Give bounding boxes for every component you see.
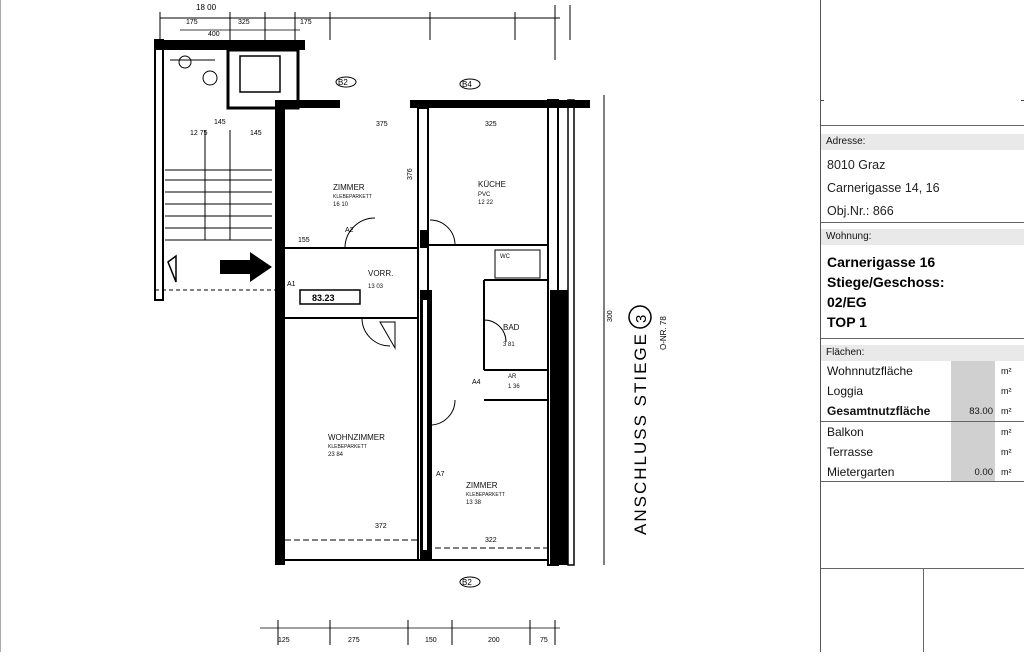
axis-mark-b4: B4 bbox=[462, 80, 472, 89]
room-ar-area: 1 36 bbox=[508, 384, 520, 390]
mark-a2: A2 bbox=[345, 227, 354, 234]
dim-wohnzimmer-width: 372 bbox=[375, 523, 387, 530]
room-wohnzimmer-name: WOHNZIMMER bbox=[328, 433, 385, 442]
room-zimmer-1-name: ZIMMER bbox=[333, 183, 365, 192]
unit-floor: 02/EG bbox=[827, 294, 867, 310]
area-row-balkon: Balkon m² bbox=[821, 422, 1024, 442]
dim-right-height: 300 bbox=[607, 310, 614, 322]
room-zimmer-1-sub: KLEBEPARKETT bbox=[333, 194, 372, 200]
dim-vorr: 155 bbox=[298, 237, 310, 244]
total-area-box: 83.23 bbox=[312, 293, 335, 303]
mark-a7: A7 bbox=[436, 471, 445, 478]
mark-a1: A1 bbox=[287, 281, 296, 288]
room-zimmer-2-area: 13 38 bbox=[466, 500, 482, 506]
room-vorr-name: VORR. bbox=[368, 269, 393, 278]
area-label: Mietergarten bbox=[827, 465, 895, 479]
dim-zimmer-2-width: 322 bbox=[485, 537, 497, 544]
dim-zimmer-width: 375 bbox=[376, 121, 388, 128]
area-unit: m² bbox=[1001, 406, 1012, 416]
area-unit: m² bbox=[1001, 427, 1012, 437]
stair-ref: O-NR. 78 bbox=[659, 316, 668, 350]
room-zimmer-1-area: 16 10 bbox=[333, 202, 349, 208]
area-value: 83.00 bbox=[969, 406, 993, 417]
area-unit: m² bbox=[1001, 366, 1012, 376]
area-label: Loggia bbox=[827, 384, 864, 398]
entrance-arrow-icon bbox=[220, 252, 272, 282]
room-wc-name: WC bbox=[500, 254, 511, 260]
room-zimmer-2-sub: KLEBEPARKETT bbox=[466, 492, 505, 498]
unit-stair-label: Stiege/Geschoss: bbox=[827, 274, 945, 290]
room-zimmer-2-name: ZIMMER bbox=[466, 481, 498, 490]
area-row-wohnnutzflaeche: Wohnnutzfläche m² bbox=[821, 361, 1024, 381]
area-row-gesamtnutzflaeche: Gesamtnutzfläche 83.00 m² bbox=[821, 401, 1024, 421]
unit-street: Carnerigasse 16 bbox=[827, 254, 936, 270]
dim-top-3: 175 bbox=[300, 19, 312, 26]
dim-bottom-4: 200 bbox=[488, 637, 500, 644]
dim-stair-2: 145 bbox=[250, 130, 262, 137]
footer-split bbox=[923, 568, 924, 652]
area-unit: m² bbox=[1001, 467, 1012, 477]
address-city: 8010 Graz bbox=[827, 158, 886, 172]
divider bbox=[821, 568, 1024, 569]
info-panel: Adresse: 8010 Graz Carnerigasse 14, 16 O… bbox=[820, 0, 1024, 652]
panel-tick bbox=[1021, 100, 1024, 101]
divider bbox=[821, 125, 1024, 126]
floor-plan-drawing: 18 00 175 325 175 400 12 75 145 145 bbox=[0, 0, 668, 652]
floor-plan: 18 00 175 325 175 400 12 75 145 145 bbox=[0, 0, 668, 652]
area-row-terrasse: Terrasse m² bbox=[821, 442, 1024, 462]
area-label: Wohnnutzfläche bbox=[827, 364, 913, 378]
area-value-column bbox=[951, 361, 995, 421]
area-unit: m² bbox=[1001, 386, 1012, 396]
unit-top: TOP 1 bbox=[827, 314, 867, 330]
room-wohnzimmer-sub: KLEBEPARKETT bbox=[328, 444, 367, 450]
mark-a4: A4 bbox=[472, 379, 481, 386]
area-row-loggia: Loggia m² bbox=[821, 381, 1024, 401]
area-value: 0.00 bbox=[974, 467, 994, 478]
area-label: Balkon bbox=[827, 425, 864, 439]
dim-bottom-2: 275 bbox=[348, 637, 360, 644]
panel-tick bbox=[821, 100, 824, 101]
room-bad-area: 3 81 bbox=[503, 342, 515, 348]
area-label: Gesamtnutzfläche bbox=[827, 404, 931, 418]
divider bbox=[821, 481, 1024, 482]
room-vorr-area: 13 03 bbox=[368, 284, 384, 290]
address-street: Carnerigasse 14, 16 bbox=[827, 181, 940, 195]
room-kueche-name: KÜCHE bbox=[478, 180, 506, 189]
address-header: Adresse: bbox=[821, 134, 1024, 150]
divider bbox=[821, 222, 1024, 223]
areas-header: Flächen: bbox=[821, 345, 1024, 361]
dim-top-2: 325 bbox=[238, 19, 250, 26]
dim-top-4: 400 bbox=[208, 31, 220, 38]
dim-stair-3: 145 bbox=[214, 119, 226, 126]
dim-bottom-5: 75 bbox=[540, 637, 548, 644]
room-wohnzimmer-area: 23 84 bbox=[328, 452, 344, 458]
dim-bottom-1: 125 bbox=[278, 637, 290, 644]
area-value-column bbox=[951, 422, 995, 482]
dim-bottom-3: 150 bbox=[425, 637, 437, 644]
divider bbox=[821, 421, 1024, 422]
room-kueche-area: 12 22 bbox=[478, 200, 494, 206]
dim-top-total: 18 00 bbox=[196, 3, 217, 12]
dim-kueche-width: 325 bbox=[485, 121, 497, 128]
dim-zimmer-height: 376 bbox=[407, 168, 414, 180]
dim-stair-1: 12 75 bbox=[190, 130, 208, 137]
area-label: Terrasse bbox=[827, 445, 874, 459]
unit-header: Wohnung: bbox=[821, 229, 1024, 245]
divider bbox=[821, 338, 1024, 339]
axis-mark-b2-top: B2 bbox=[338, 78, 348, 87]
axis-mark-b2-bottom: B2 bbox=[462, 578, 472, 587]
area-row-mietergarten: Mietergarten 0.00 m² bbox=[821, 462, 1024, 482]
room-kueche-sub: PVC bbox=[478, 192, 491, 198]
room-bad-name: BAD bbox=[503, 323, 520, 332]
stair-connection-label: ANSCHLUSS STIEGE bbox=[631, 332, 650, 535]
stair-number: 3 bbox=[633, 315, 650, 323]
object-number: Obj.Nr.: 866 bbox=[827, 204, 894, 218]
room-ar-name: AR bbox=[508, 374, 517, 380]
area-unit: m² bbox=[1001, 447, 1012, 457]
dim-top-1: 175 bbox=[186, 19, 198, 26]
